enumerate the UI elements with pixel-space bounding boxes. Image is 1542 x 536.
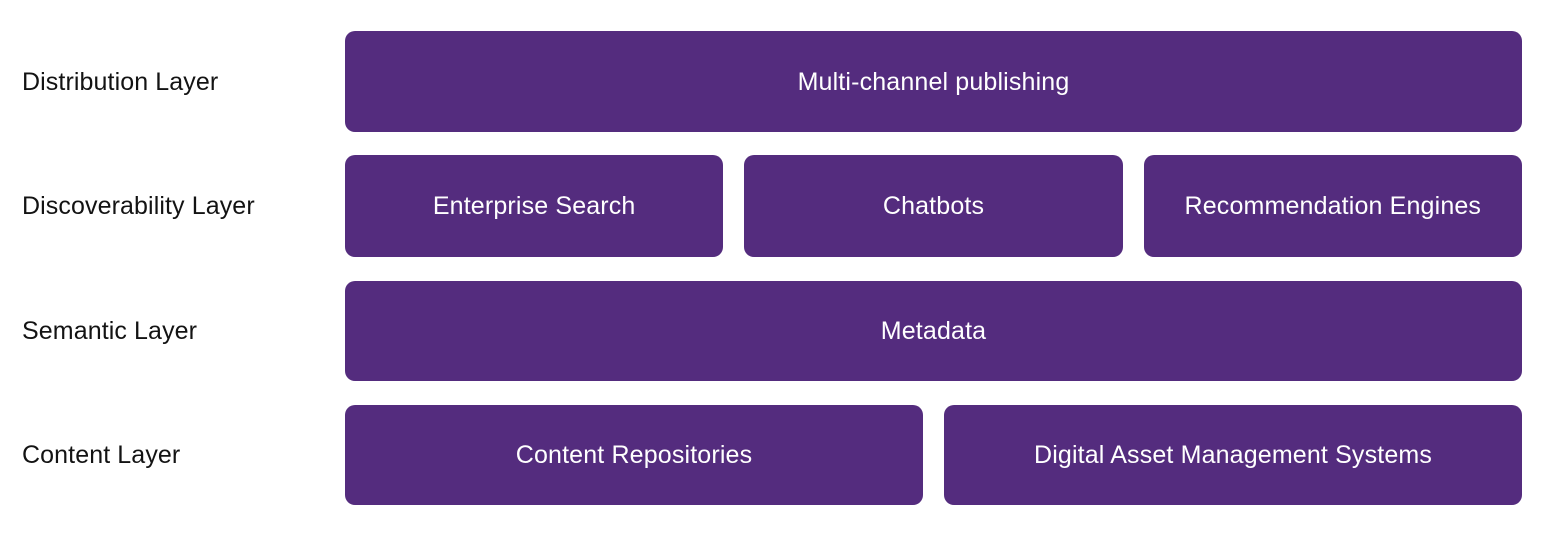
layer-box-label: Enterprise Search [432,192,636,220]
layer-label-distribution: Distribution Layer [22,67,219,96]
layer-box-enterprise-search[interactable]: Enterprise Search [345,155,724,257]
layer-box-metadata[interactable]: Metadata [345,281,1522,381]
layer-box-content-repositories[interactable]: Content Repositories [345,405,923,505]
layer-row-distribution: Distribution Layer Multi-channel publish… [0,31,1542,132]
layer-row-discoverability: Discoverability Layer Enterprise Search … [0,155,1542,257]
layer-row-content: Content Layer Content Repositories Digit… [0,405,1542,505]
layer-label-cell-discoverability: Discoverability Layer [0,155,345,257]
layer-box-label: Chatbots [882,192,985,220]
layer-box-digital-asset-management-systems[interactable]: Digital Asset Management Systems [944,405,1522,505]
layer-box-recommendation-engines[interactable]: Recommendation Engines [1143,155,1522,257]
layer-boxes-discoverability: Enterprise Search Chatbots Recommendatio… [345,155,1542,257]
layer-box-label: Content Repositories [515,441,753,469]
layer-label-cell-content: Content Layer [0,405,345,505]
layer-box-chatbots[interactable]: Chatbots [744,155,1123,257]
layer-label-cell-semantic: Semantic Layer [0,281,345,381]
layer-box-label: Digital Asset Management Systems [1033,441,1433,469]
layer-row-semantic: Semantic Layer Metadata [0,281,1542,381]
layer-label-content: Content Layer [22,441,181,469]
layer-label-cell-distribution: Distribution Layer [0,31,345,132]
layer-box-label: Recommendation Engines [1184,192,1482,220]
layer-boxes-content: Content Repositories Digital Asset Manag… [345,405,1542,505]
layer-box-multi-channel-publishing[interactable]: Multi-channel publishing [345,31,1522,132]
layer-boxes-distribution: Multi-channel publishing [345,31,1542,132]
layer-box-label: Multi-channel publishing [797,67,1070,96]
layer-label-semantic: Semantic Layer [22,317,198,345]
layer-label-discoverability: Discoverability Layer [22,192,255,220]
layer-boxes-semantic: Metadata [345,281,1542,381]
layer-box-label: Metadata [880,317,987,345]
